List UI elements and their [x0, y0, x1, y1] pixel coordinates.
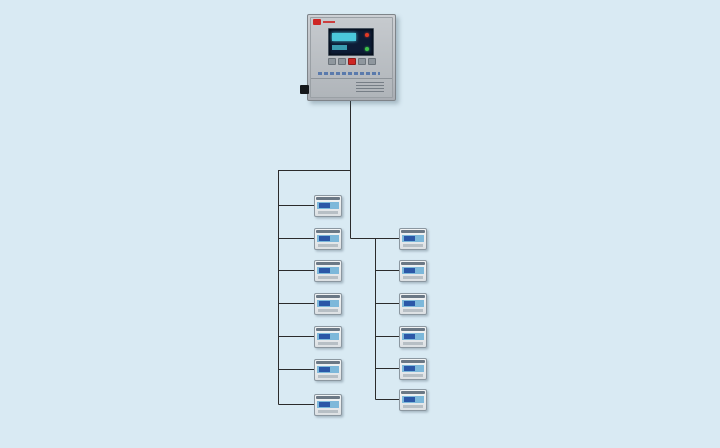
panel-seam — [311, 78, 392, 79]
gas-detector-left-7 — [314, 394, 342, 416]
detector-display-band — [402, 333, 424, 340]
keypad-button — [338, 58, 346, 65]
detector-terminal-strip — [403, 244, 423, 247]
detector-screen — [404, 334, 415, 339]
display-digits-row1 — [332, 33, 356, 41]
brand-logo-text — [323, 21, 335, 23]
detector-screen — [404, 366, 415, 371]
gas-detector-right-4 — [399, 326, 427, 348]
model-text-line — [318, 72, 380, 75]
detector-screen — [404, 236, 415, 241]
detector-top-strip — [401, 360, 425, 363]
keypad-button — [358, 58, 366, 65]
detector-display-band — [317, 235, 339, 242]
detector-top-strip — [401, 262, 425, 265]
controller-keypad — [328, 58, 376, 65]
detector-terminal-strip — [403, 309, 423, 312]
detector-display-band — [317, 267, 339, 274]
detector-screen — [319, 402, 330, 407]
detector-screen — [404, 268, 415, 273]
detector-top-strip — [401, 230, 425, 233]
detector-top-strip — [316, 361, 340, 364]
detector-display-band — [402, 365, 424, 372]
side-mount-tab — [300, 85, 309, 94]
detector-top-strip — [401, 328, 425, 331]
detector-terminal-strip — [403, 342, 423, 345]
controller-display — [328, 28, 374, 56]
gas-detector-right-1 — [399, 228, 427, 250]
detector-screen — [319, 334, 330, 339]
detector-display-band — [317, 202, 339, 209]
detector-display-band — [402, 300, 424, 307]
detector-display-band — [317, 333, 339, 340]
keypad-button-red — [348, 58, 356, 65]
gas-detector-left-5 — [314, 326, 342, 348]
detector-screen — [319, 203, 330, 208]
detector-screen — [404, 397, 415, 402]
gas-detector-left-6 — [314, 359, 342, 381]
gas-detector-left-1 — [314, 195, 342, 217]
vent-grille-icon — [356, 82, 384, 93]
detector-top-strip — [316, 197, 340, 200]
detector-terminal-strip — [403, 276, 423, 279]
detector-terminal-strip — [318, 211, 338, 214]
gas-detector-right-3 — [399, 293, 427, 315]
gas-detector-right-5 — [399, 358, 427, 380]
brand-logo-icon — [313, 19, 321, 25]
gas-detector-right-6 — [399, 389, 427, 411]
detector-screen — [319, 268, 330, 273]
detector-display-band — [317, 401, 339, 408]
detector-top-strip — [316, 328, 340, 331]
detector-display-band — [317, 300, 339, 307]
detector-screen — [319, 301, 330, 306]
detector-display-band — [402, 396, 424, 403]
detector-top-strip — [401, 295, 425, 298]
detector-top-strip — [401, 391, 425, 394]
detector-terminal-strip — [318, 276, 338, 279]
detector-top-strip — [316, 295, 340, 298]
detector-display-band — [402, 235, 424, 242]
gas-detector-left-3 — [314, 260, 342, 282]
power-led — [365, 47, 369, 51]
detector-terminal-strip — [403, 405, 423, 408]
detector-terminal-strip — [318, 375, 338, 378]
detector-top-strip — [316, 396, 340, 399]
detector-top-strip — [316, 262, 340, 265]
detector-terminal-strip — [318, 410, 338, 413]
display-digits-row2 — [332, 45, 347, 50]
detector-top-strip — [316, 230, 340, 233]
detector-screen — [319, 236, 330, 241]
detector-screen — [404, 301, 415, 306]
keypad-button — [368, 58, 376, 65]
detector-screen — [319, 367, 330, 372]
gas-detector-left-4 — [314, 293, 342, 315]
keypad-button — [328, 58, 336, 65]
detector-display-band — [402, 267, 424, 274]
alarm-led — [365, 33, 369, 37]
detector-display-band — [317, 366, 339, 373]
detector-terminal-strip — [403, 374, 423, 377]
gas-detector-right-2 — [399, 260, 427, 282]
detector-terminal-strip — [318, 309, 338, 312]
gas-detector-left-2 — [314, 228, 342, 250]
detector-terminal-strip — [318, 342, 338, 345]
detector-terminal-strip — [318, 244, 338, 247]
gas-alarm-controller — [300, 14, 396, 101]
